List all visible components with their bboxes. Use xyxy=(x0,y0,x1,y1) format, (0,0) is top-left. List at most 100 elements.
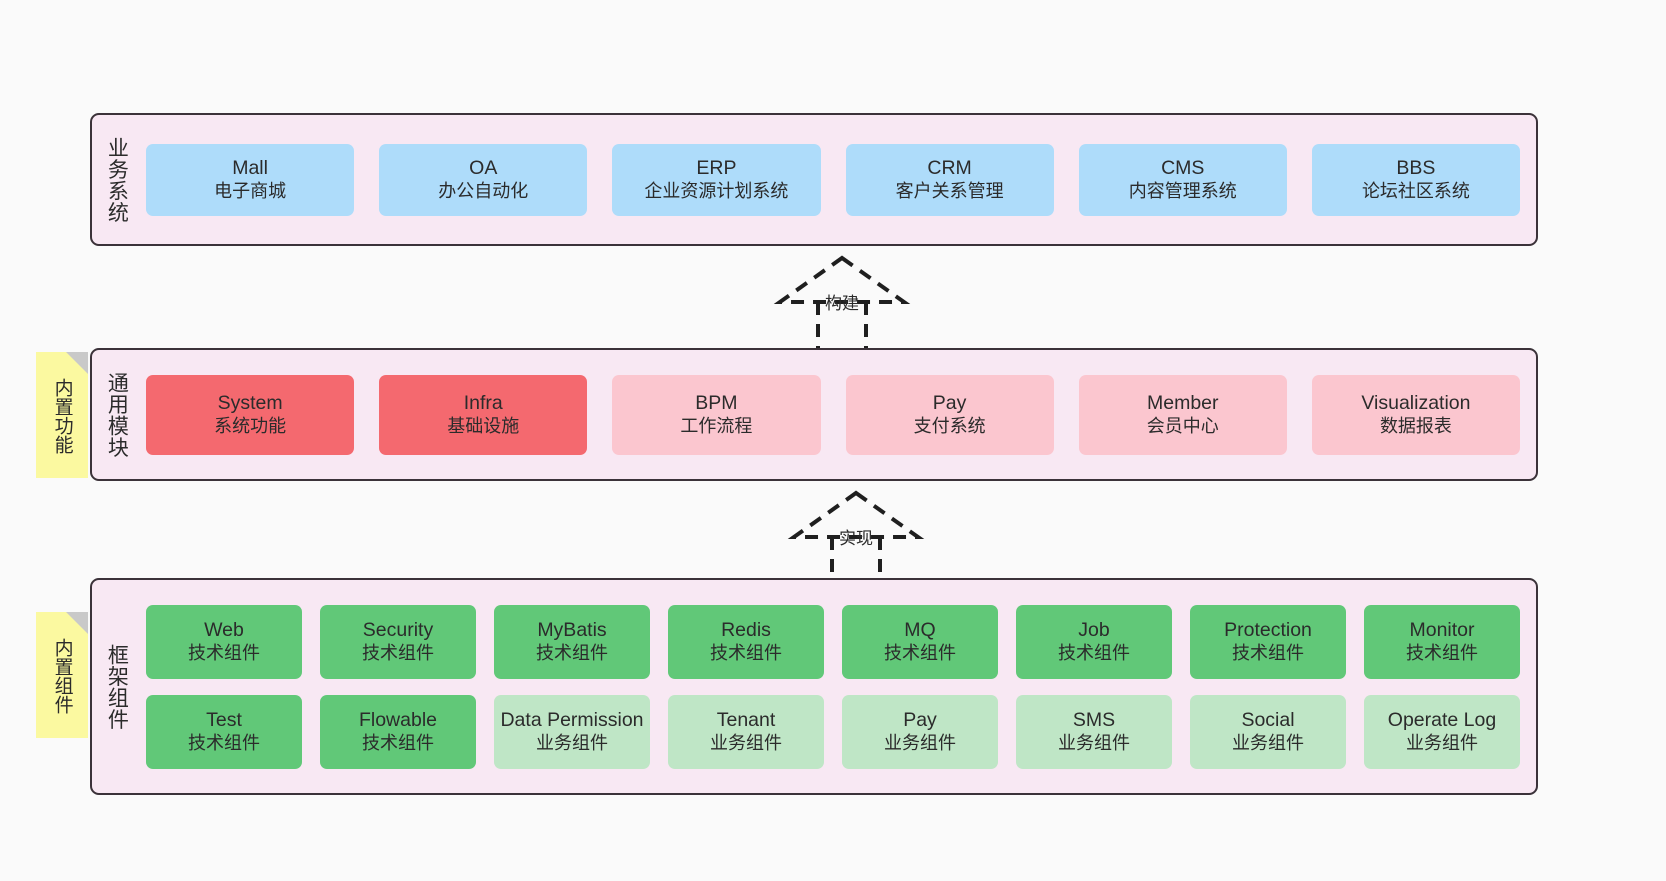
card-subtitle: 技术组件 xyxy=(362,643,434,664)
card-oa[interactable]: OA 办公自动化 xyxy=(379,143,588,216)
card-title: Security xyxy=(362,618,434,641)
card-subtitle: 业务组件 xyxy=(884,733,956,754)
card-title: MyBatis xyxy=(537,618,607,641)
card-subtitle: 技术组件 xyxy=(188,733,260,754)
card-title: Flowable xyxy=(358,708,438,731)
card-data-permission[interactable]: Data Permission 业务组件 xyxy=(494,694,650,769)
card-bbs[interactable]: BBS 论坛社区系统 xyxy=(1311,143,1521,216)
card-title: CRM xyxy=(927,156,972,179)
note-label: 内置功能 xyxy=(51,378,73,454)
card-subtitle: 业务组件 xyxy=(1406,733,1478,754)
card-subtitle: 技术组件 xyxy=(188,643,260,664)
card-title: Infra xyxy=(463,391,503,414)
card-job[interactable]: Job 技术组件 xyxy=(1016,604,1172,679)
card-title: Pay xyxy=(903,708,937,731)
note-builtin-components: 内置组件 xyxy=(36,612,88,738)
layer-body-common-modules: System 系统功能 Infra 基础设施 BPM 工作流程 Pay 支付系统… xyxy=(140,350,1536,479)
layer-business-system: 业务系统 Mall 电子商城 OA 办公自动化 ERP 企业资源计划系统 CRM… xyxy=(90,113,1538,246)
card-mall[interactable]: Mall 电子商城 xyxy=(146,143,355,216)
card-subtitle: 办公自动化 xyxy=(438,181,529,202)
card-infra[interactable]: Infra 基础设施 xyxy=(379,374,588,455)
layer-common-modules: 通用模块 System 系统功能 Infra 基础设施 BPM 工作流程 Pay… xyxy=(90,348,1538,481)
card-redis[interactable]: Redis 技术组件 xyxy=(668,604,824,679)
card-subtitle: 电子商城 xyxy=(214,181,287,202)
card-subtitle: 业务组件 xyxy=(710,733,782,754)
connector-build: 构建 xyxy=(752,252,932,352)
card-cms[interactable]: CMS 内容管理系统 xyxy=(1078,143,1287,216)
card-subtitle: 技术组件 xyxy=(1406,643,1478,664)
card-subtitle: 会员中心 xyxy=(1146,416,1219,437)
card-row: Mall 电子商城 OA 办公自动化 ERP 企业资源计划系统 CRM 客户关系… xyxy=(146,143,1521,216)
card-subtitle: 业务组件 xyxy=(1058,733,1130,754)
card-subtitle: 支付系统 xyxy=(913,416,986,437)
card-title: System xyxy=(217,391,283,414)
card-monitor[interactable]: Monitor 技术组件 xyxy=(1364,604,1520,679)
card-subtitle: 数据报表 xyxy=(1379,416,1452,437)
card-title: Visualization xyxy=(1361,391,1471,414)
layer-title-business-system: 业务系统 xyxy=(105,136,129,223)
connector-label: 构建 xyxy=(825,294,859,313)
card-subtitle: 技术组件 xyxy=(362,733,434,754)
layer-framework-components: 框架组件 Web 技术组件 Security 技术组件 MyBatis 技术组件… xyxy=(90,578,1538,795)
layer-body-business-system: Mall 电子商城 OA 办公自动化 ERP 企业资源计划系统 CRM 客户关系… xyxy=(140,115,1536,244)
layer-title-framework-components: 框架组件 xyxy=(105,643,129,730)
card-operate-log[interactable]: Operate Log 业务组件 xyxy=(1364,694,1520,769)
card-tenant[interactable]: Tenant 业务组件 xyxy=(668,694,824,769)
card-crm[interactable]: CRM 客户关系管理 xyxy=(845,143,1054,216)
card-title: Web xyxy=(204,618,244,641)
generalization-arrow-icon xyxy=(773,255,911,352)
note-label: 内置组件 xyxy=(51,638,73,714)
connector-label: 实现 xyxy=(839,529,873,548)
card-title: Social xyxy=(1241,708,1295,731)
card-subtitle: 企业资源计划系统 xyxy=(644,181,789,202)
card-title: Data Permission xyxy=(500,708,644,731)
card-social[interactable]: Social 业务组件 xyxy=(1190,694,1346,769)
card-title: Redis xyxy=(721,618,771,641)
card-visualization[interactable]: Visualization 数据报表 xyxy=(1311,374,1521,455)
card-title: ERP xyxy=(696,156,737,179)
layer-body-framework-components: Web 技术组件 Security 技术组件 MyBatis 技术组件 Redi… xyxy=(140,580,1536,793)
card-security[interactable]: Security 技术组件 xyxy=(320,604,476,679)
card-subtitle: 业务组件 xyxy=(1232,733,1304,754)
card-subtitle: 业务组件 xyxy=(536,733,608,754)
card-row: Web 技术组件 Security 技术组件 MyBatis 技术组件 Redi… xyxy=(146,604,1520,679)
card-protection[interactable]: Protection 技术组件 xyxy=(1190,604,1346,679)
card-subtitle: 技术组件 xyxy=(1058,643,1130,664)
card-title: Member xyxy=(1147,391,1219,414)
card-test[interactable]: Test 技术组件 xyxy=(146,694,302,769)
card-title: Monitor xyxy=(1409,618,1475,641)
card-title: SMS xyxy=(1072,708,1116,731)
card-title: OA xyxy=(469,156,498,179)
card-subtitle: 基础设施 xyxy=(447,416,520,437)
card-title: Job xyxy=(1078,618,1110,641)
card-bpm[interactable]: BPM 工作流程 xyxy=(612,374,821,455)
card-subtitle: 论坛社区系统 xyxy=(1361,181,1470,202)
card-sms[interactable]: SMS 业务组件 xyxy=(1016,694,1172,769)
card-subtitle: 系统功能 xyxy=(214,416,287,437)
card-web[interactable]: Web 技术组件 xyxy=(146,604,302,679)
card-title: Pay xyxy=(932,391,967,414)
card-pay[interactable]: Pay 支付系统 xyxy=(845,374,1054,455)
card-mq[interactable]: MQ 技术组件 xyxy=(842,604,998,679)
card-title: BPM xyxy=(695,391,738,414)
card-title: Protection xyxy=(1224,618,1312,641)
card-title: Tenant xyxy=(716,708,776,731)
card-subtitle: 客户关系管理 xyxy=(895,181,1004,202)
connector-implement: 实现 xyxy=(766,487,946,587)
card-title: Operate Log xyxy=(1387,708,1497,731)
card-subtitle: 工作流程 xyxy=(680,416,753,437)
card-row: Test 技术组件 Flowable 技术组件 Data Permission … xyxy=(146,694,1520,769)
card-member[interactable]: Member 会员中心 xyxy=(1078,374,1287,455)
layer-title-common-modules: 通用模块 xyxy=(105,371,129,458)
card-title: BBS xyxy=(1396,156,1436,179)
card-subtitle: 内容管理系统 xyxy=(1128,181,1237,202)
card-row: System 系统功能 Infra 基础设施 BPM 工作流程 Pay 支付系统… xyxy=(146,374,1521,455)
card-pay-business[interactable]: Pay 业务组件 xyxy=(842,694,998,769)
card-erp[interactable]: ERP 企业资源计划系统 xyxy=(612,143,821,216)
card-flowable[interactable]: Flowable 技术组件 xyxy=(320,694,476,769)
card-mybatis[interactable]: MyBatis 技术组件 xyxy=(494,604,650,679)
card-subtitle: 技术组件 xyxy=(1232,643,1304,664)
card-subtitle: 技术组件 xyxy=(884,643,956,664)
card-system[interactable]: System 系统功能 xyxy=(146,374,355,455)
